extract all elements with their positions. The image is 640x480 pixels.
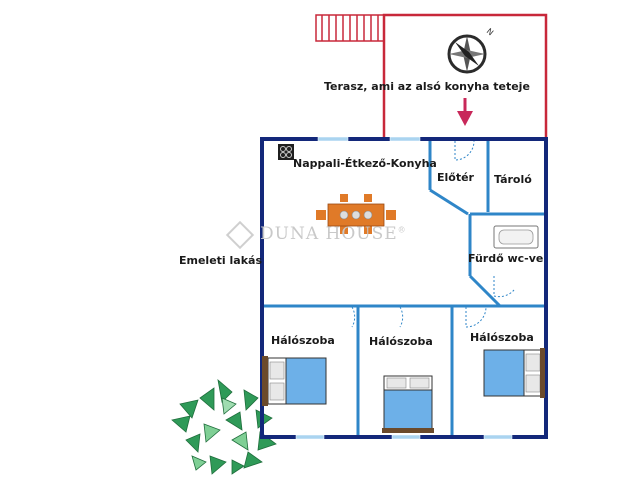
compass-icon: N: [447, 27, 495, 74]
watermark-mark: ®: [397, 225, 407, 235]
down-arrow-icon: [457, 98, 473, 126]
watermark-logo-icon: [225, 220, 255, 249]
svg-text:N: N: [485, 27, 495, 38]
stove-icon: [278, 144, 294, 160]
terrace-stairs: [315, 14, 385, 42]
upper-flat-label: Emeleti lakás: [179, 254, 263, 267]
doors: [332, 140, 515, 328]
bedroom-3-label: Hálószoba: [470, 331, 534, 344]
inner-walls: [264, 140, 546, 436]
windows: [295, 136, 513, 440]
bed-1-icon: [262, 356, 327, 406]
terrace-label: Terasz, ami az alsó konyha teteje: [324, 80, 530, 93]
terrace-outline: [382, 13, 548, 137]
bedroom-2-label: Hálószoba: [369, 335, 433, 348]
living-room-label: Nappali-Étkező-Konyha: [293, 157, 437, 170]
bedroom-1-label: Hálószoba: [271, 334, 335, 347]
hall-label: Előtér: [437, 171, 474, 184]
plant-icon: [171, 378, 277, 475]
bed-2-icon: [382, 375, 434, 433]
watermark-text: DUNA HOUSE: [260, 224, 398, 244]
dining-table-icon: [316, 194, 396, 234]
watermark: DUNA HOUSE®: [225, 220, 407, 249]
storage-label: Tároló: [494, 173, 532, 186]
bathtub-icon: [493, 225, 539, 249]
bed-3-icon: [483, 348, 545, 398]
bathroom-label: Fürdő wc-vel: [468, 252, 544, 265]
